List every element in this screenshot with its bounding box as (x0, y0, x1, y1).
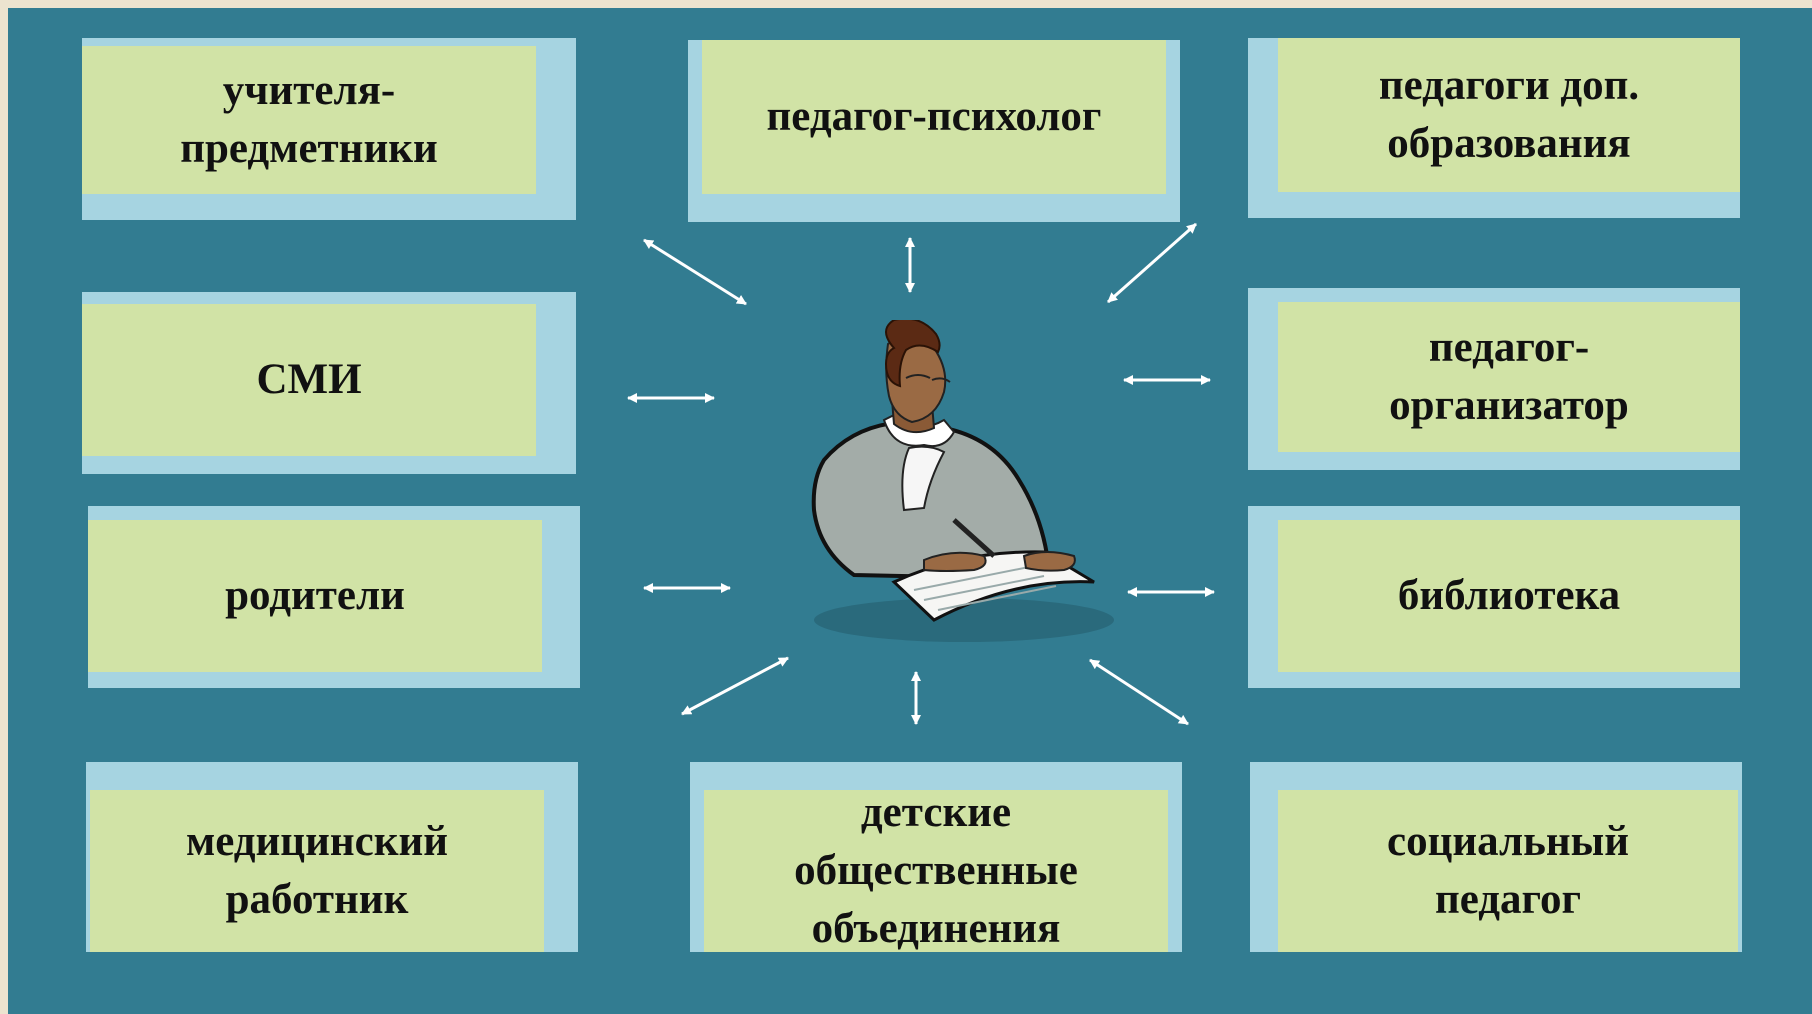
box-label: педагог- организатор (1389, 324, 1629, 429)
arrow-medrabotnik (681, 656, 789, 716)
box-dop: педагоги доп. образования (1248, 38, 1740, 218)
box-socpedagog: социальный педагог (1250, 762, 1742, 952)
box-smi: СМИ (82, 292, 576, 474)
box-psiholog: педагог-психолог (688, 40, 1180, 222)
box-organizator: педагог- организатор (1248, 288, 1740, 470)
connector-arrows (627, 222, 1215, 726)
box-label: педагоги доп. образования (1378, 62, 1640, 167)
box-label: детские общественные объединения (794, 790, 1078, 952)
box-label: социальный педагог (1386, 818, 1629, 923)
teacher-illustration (811, 320, 1114, 642)
arrow-uchitelya (643, 238, 747, 306)
box-label: педагог-психолог (766, 93, 1102, 140)
arrow-socpedagog (1089, 658, 1189, 726)
arrow-dop (1107, 222, 1197, 304)
box-label: родители (225, 572, 405, 619)
box-label: СМИ (256, 356, 362, 403)
box-label: учителя- предметники (180, 67, 438, 172)
box-roditeli: родители (88, 506, 580, 688)
box-medrabotnik: медицинский работник (86, 762, 578, 952)
slide-canvas: учителя- предметники педагог-психолог пе… (8, 8, 1812, 1014)
box-uchitelya: учителя- предметники (82, 38, 576, 220)
box-label: библиотека (1397, 572, 1621, 619)
box-obedineniya: детские общественные объединения (690, 762, 1182, 952)
box-label: медицинский работник (185, 818, 449, 923)
box-biblioteka: библиотека (1248, 506, 1740, 688)
